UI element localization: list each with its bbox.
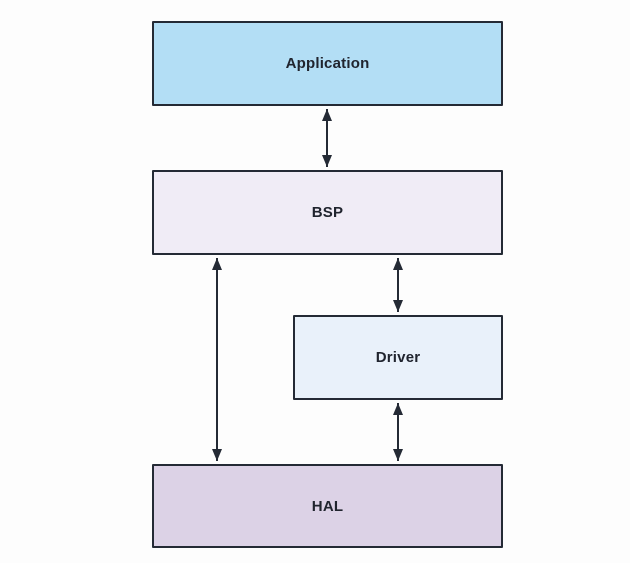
box-hal: HAL: [152, 464, 503, 548]
box-application: Application: [152, 21, 503, 106]
box-bsp: BSP: [152, 170, 503, 255]
box-hal-label: HAL: [311, 497, 344, 515]
box-driver: Driver: [293, 315, 503, 400]
box-driver-label: Driver: [375, 349, 421, 366]
box-bsp-label: BSP: [311, 204, 344, 221]
box-application-label: Application: [285, 55, 370, 72]
